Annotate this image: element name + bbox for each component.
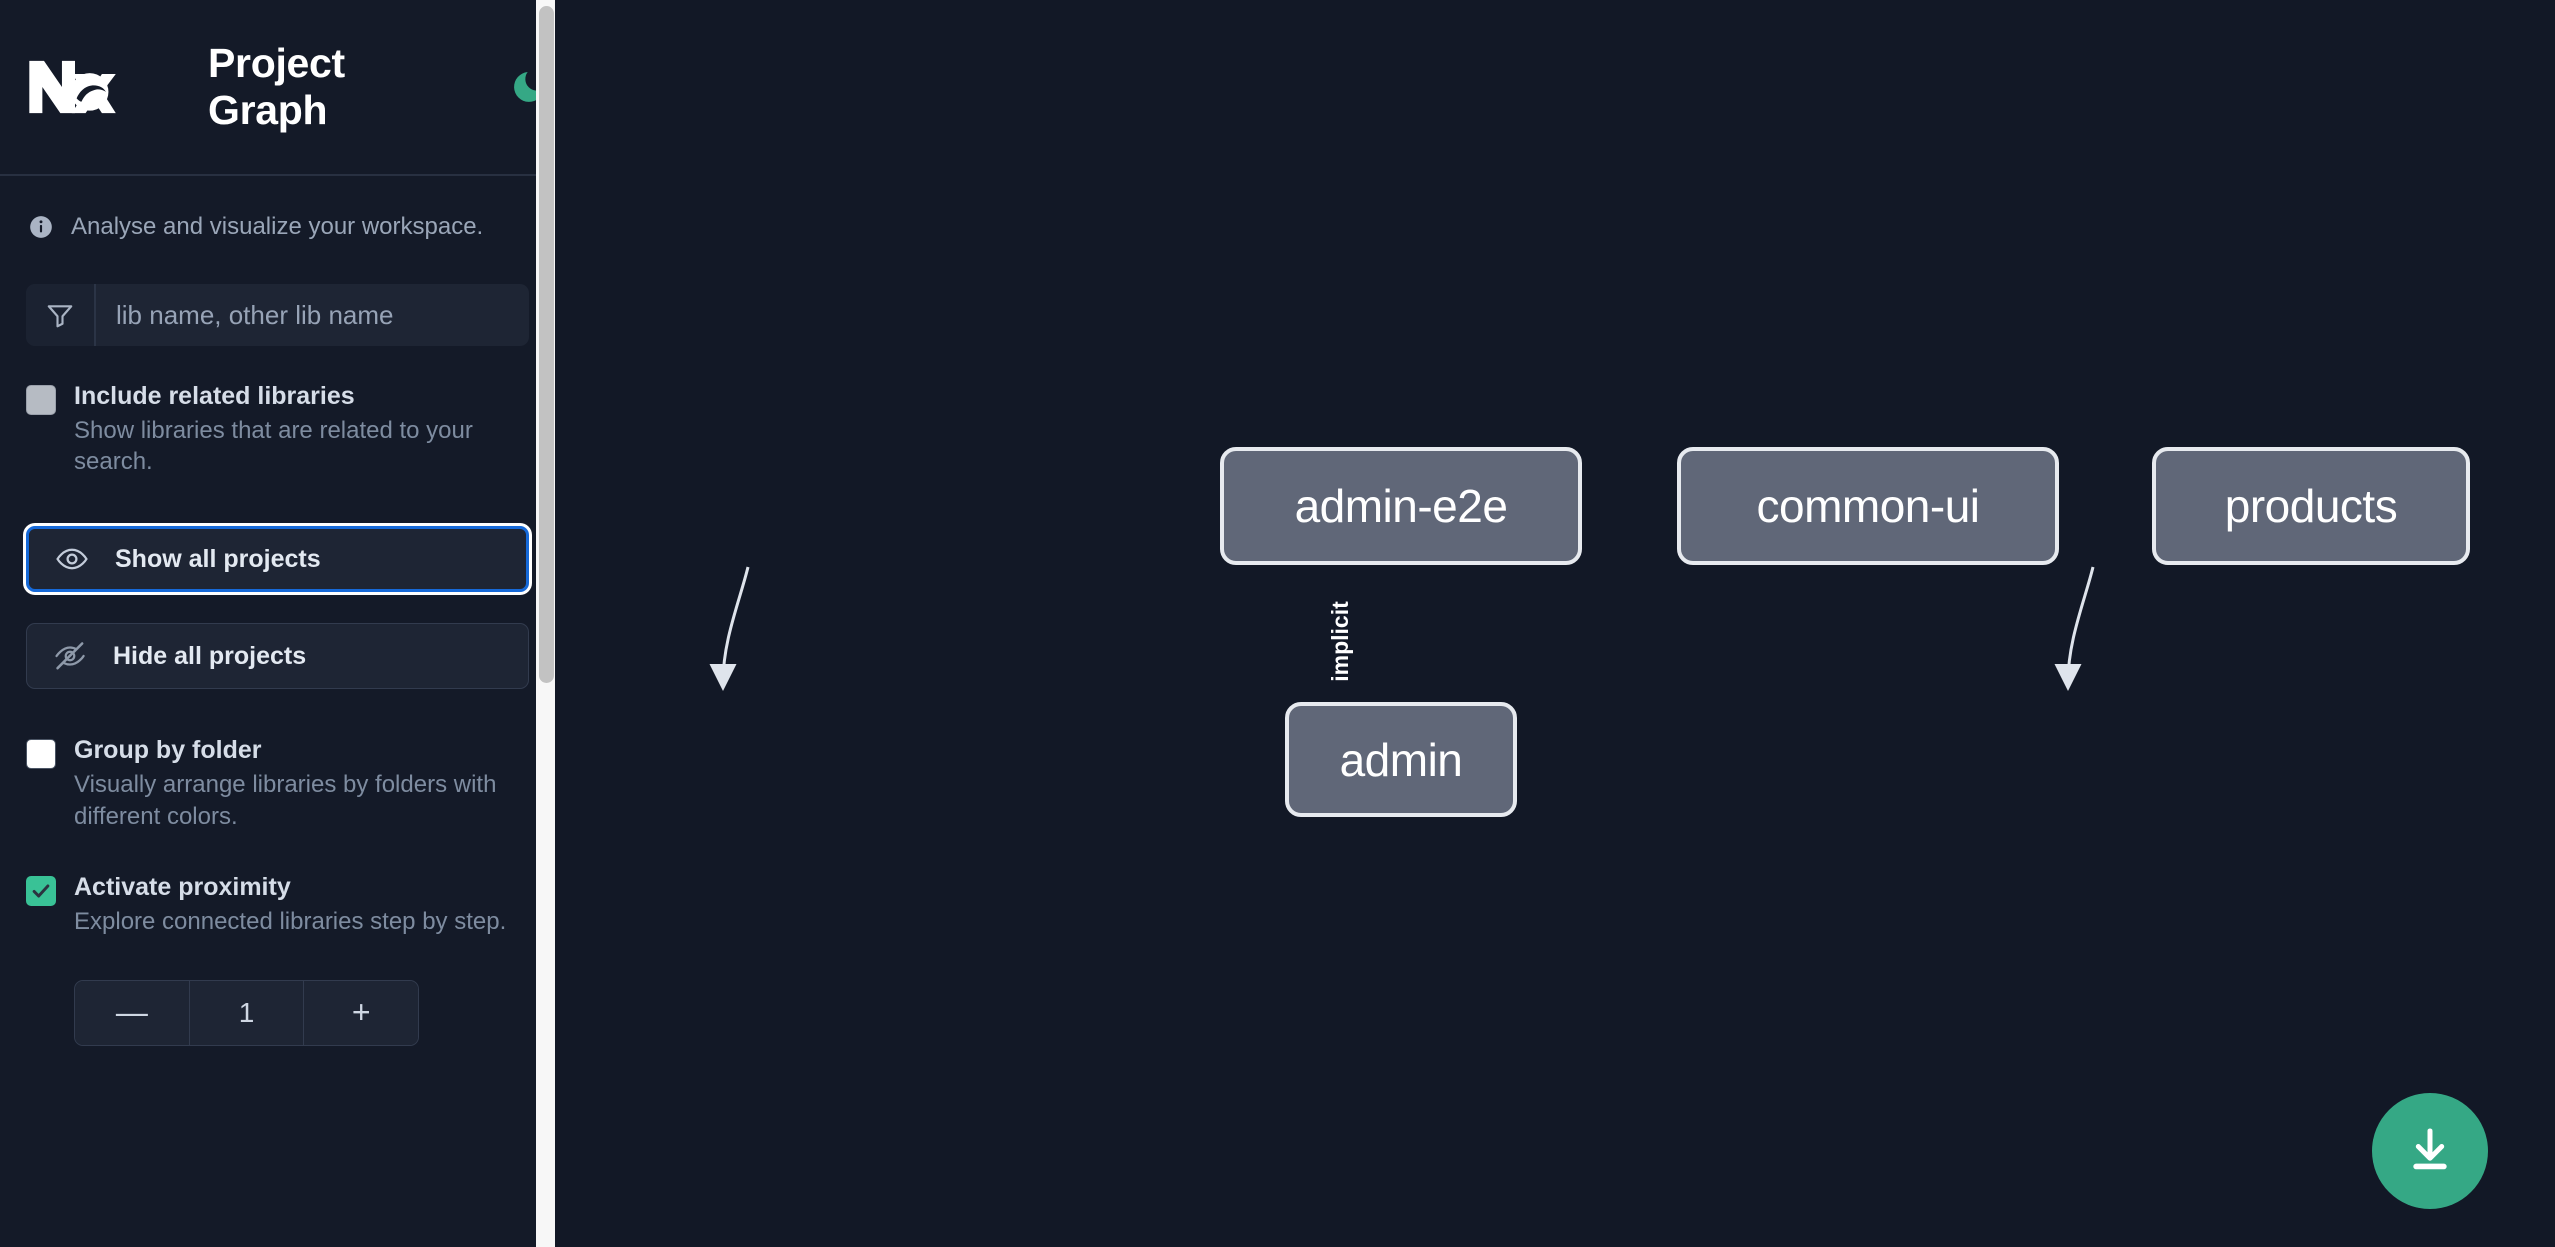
option-description: Visually arrange libraries by folders wi… — [74, 770, 497, 830]
option-include-related-libraries[interactable]: Include related libraries Show libraries… — [26, 382, 529, 478]
option-description: Show libraries that are related to your … — [74, 416, 473, 476]
proximity-decrement-button[interactable]: — — [75, 980, 189, 1045]
edge-label-admin-e2e-admin: implicit — [1326, 601, 1353, 682]
eye-icon — [55, 542, 91, 576]
sidebar-body: Include related libraries Show libraries… — [0, 284, 555, 1046]
graph-canvas[interactable]: admin-e2e common-ui products store-e2e a… — [555, 0, 2555, 1247]
option-label: Activate proximity — [74, 873, 291, 902]
workspace-info-text: Analyse and visualize your workspace. — [71, 213, 484, 240]
show-all-projects-button[interactable]: Show all projects — [26, 526, 529, 593]
checkbox-group-by-folder[interactable] — [26, 739, 56, 770]
visibility-buttons: Show all projects Hide all projects — [26, 526, 529, 690]
proximity-increment-button[interactable]: + — [304, 980, 418, 1045]
sidebar: Project Graph Analyse and visualize your… — [0, 0, 555, 1247]
search-input[interactable] — [96, 284, 529, 346]
checkbox-include-related-libraries[interactable] — [26, 385, 56, 415]
hide-all-projects-label: Hide all projects — [113, 641, 307, 670]
edge-admin-e2e-admin — [709, 566, 750, 691]
option-activate-proximity[interactable]: Activate proximity Explore connected lib… — [26, 873, 529, 937]
proximity-value: 1 — [188, 980, 305, 1045]
option-label: Include related libraries — [74, 382, 355, 410]
option-label: Group by folder — [74, 736, 262, 765]
info-circle-icon — [28, 214, 54, 240]
graph-edges — [709, 566, 2095, 691]
nx-logo — [26, 56, 124, 118]
option-group-by-folder[interactable]: Group by folder Visually arrange librari… — [26, 736, 529, 832]
workspace-info: Analyse and visualize your workspace. — [0, 176, 555, 244]
sidebar-scrollbar-thumb[interactable] — [539, 6, 554, 683]
download-icon — [2404, 1124, 2456, 1179]
show-all-projects-label: Show all projects — [115, 544, 321, 573]
proximity-stepper: — 1 + — [74, 979, 419, 1046]
option-description: Explore connected libraries step by step… — [74, 907, 507, 935]
sidebar-scrollbar[interactable] — [536, 0, 555, 1247]
hide-all-projects-button[interactable]: Hide all projects — [26, 623, 529, 690]
graph-node-products[interactable]: products — [2152, 447, 2470, 565]
checkbox-activate-proximity[interactable] — [26, 876, 56, 907]
download-graph-button[interactable] — [2372, 1093, 2488, 1209]
graph-node-common-ui[interactable]: common-ui — [1677, 447, 2059, 565]
edge-store-e2e-store — [2054, 566, 2095, 691]
graph-node-admin[interactable]: admin — [1285, 702, 1517, 817]
search-field[interactable] — [26, 284, 529, 346]
sidebar-header: Project Graph — [0, 0, 555, 176]
page-title: Project Graph — [208, 40, 345, 133]
graph-node-admin-e2e[interactable]: admin-e2e — [1220, 447, 1582, 565]
filter-funnel-icon — [26, 284, 96, 346]
eye-off-icon — [53, 639, 89, 673]
